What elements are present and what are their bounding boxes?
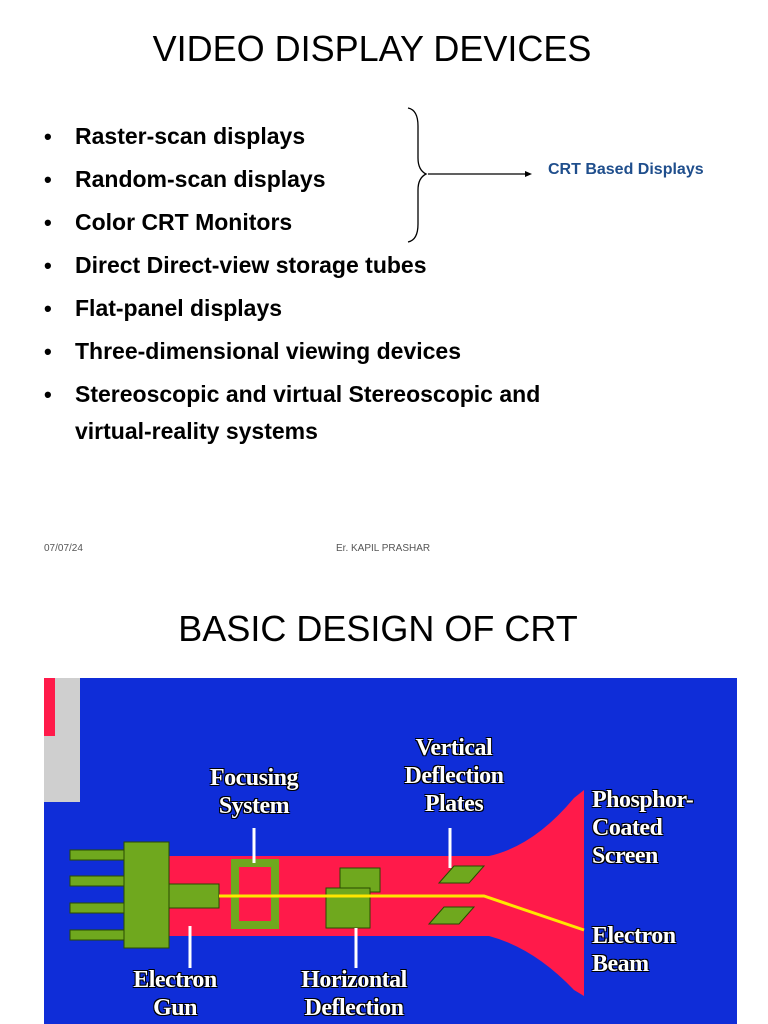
bullet-item: • Stereoscopic and virtual Stereoscopic a… xyxy=(44,376,604,450)
bullet-item: • Raster-scan displays xyxy=(44,118,604,155)
bullet-text: Raster-scan displays xyxy=(75,123,306,149)
bullet-icon: • xyxy=(44,382,52,407)
crt-screen-bell xyxy=(489,790,584,996)
bullet-icon: • xyxy=(44,124,52,149)
crt-diagram-graphic xyxy=(44,678,585,996)
bullet-item: • Color CRT Monitors xyxy=(44,204,604,241)
slide-title: BASIC DESIGN OF CRT xyxy=(178,608,578,649)
bullet-item: • Random-scan displays xyxy=(44,161,604,198)
corner-red-block xyxy=(44,678,55,736)
bullet-icon: • xyxy=(44,167,52,192)
bullet-item: • Direct Direct-view storage tubes xyxy=(44,247,604,284)
vertical-deflection-plate-bottom xyxy=(427,906,476,925)
horizontal-deflection-plates xyxy=(325,887,371,929)
bullet-icon: • xyxy=(44,253,52,278)
bullet-icon: • xyxy=(44,339,52,364)
bullet-text: Three-dimensional viewing devices xyxy=(75,338,462,364)
electron-gun-block xyxy=(123,841,170,949)
electron-beam-line xyxy=(219,894,585,932)
slide-title: VIDEO DISPLAY DEVICES xyxy=(152,28,592,69)
bullet-text: Random-scan displays xyxy=(75,166,326,192)
bullet-text: Flat-panel displays xyxy=(75,295,283,321)
bullet-icon: • xyxy=(44,210,52,235)
horizontal-deflection-label: Horizontal Deflection xyxy=(301,967,407,1021)
electron-gun-label: Electron Gun xyxy=(133,967,217,1021)
bullet-text: Direct Direct-view storage tubes xyxy=(75,252,427,278)
vertical-deflection-label: Vertical Deflection Plates xyxy=(404,735,504,817)
bullet-text: Stereoscopic and virtual Stereoscopic an… xyxy=(75,381,541,444)
footer-author: Er. KAPIL PRASHAR xyxy=(336,543,431,554)
electron-beam-label: Electron Beam xyxy=(592,923,676,977)
vertical-deflection-plate-top xyxy=(437,865,486,884)
bullet-icon: • xyxy=(44,296,52,321)
slide-basic-design-crt: BASIC DESIGN OF CRT xyxy=(0,570,768,1024)
focusing-system-label: Focusing System xyxy=(209,765,299,819)
curly-brace-arrow-icon xyxy=(407,107,532,243)
crt-diagram: Focusing System Vertical Deflection Plat… xyxy=(44,678,737,1024)
bullet-text: Color CRT Monitors xyxy=(75,209,293,235)
footer-date: 07/07/24 xyxy=(44,543,83,554)
slide-video-display-devices: VIDEO DISPLAY DEVICES • Raster-scan displ… xyxy=(44,28,704,554)
bullet-list: • Raster-scan displays • Random-scan displ… xyxy=(44,118,604,456)
crt-based-displays-label: CRT Based Displays xyxy=(548,161,704,178)
bullet-item: • Three-dimensional viewing devices xyxy=(44,333,604,370)
phosphor-screen-label: Phosphor- Coated Screen xyxy=(592,787,694,869)
bullet-item: • Flat-panel displays xyxy=(44,290,604,327)
